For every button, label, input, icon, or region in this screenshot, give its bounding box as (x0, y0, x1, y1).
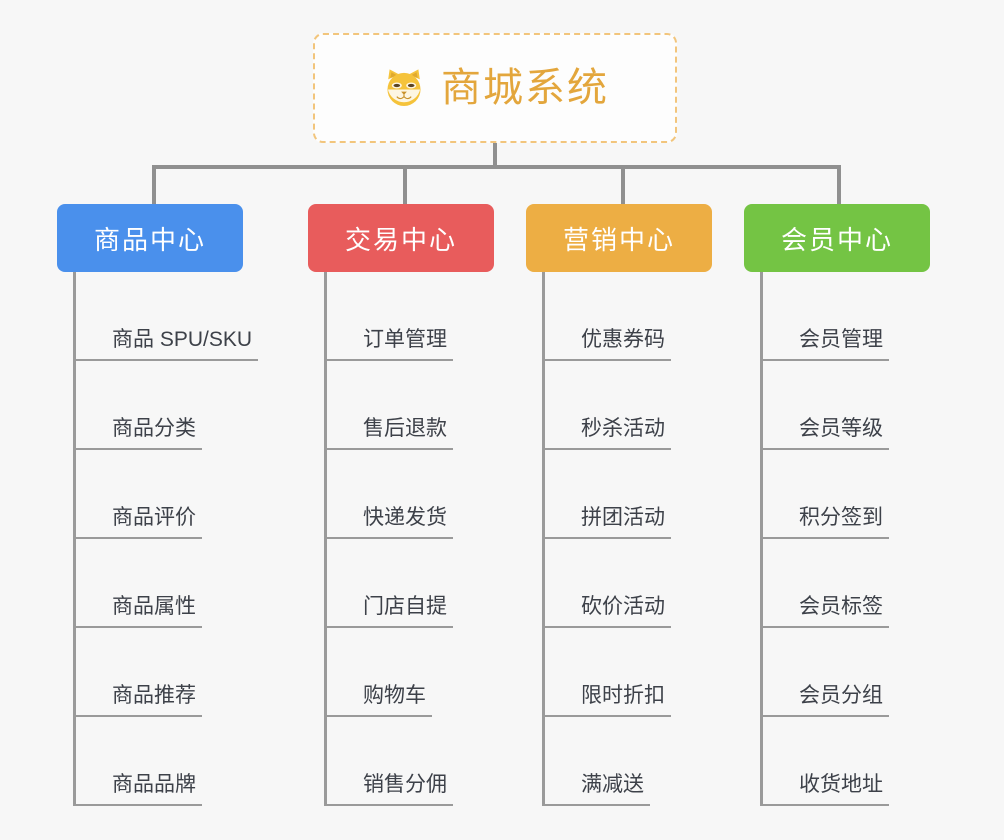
leaf-item-label: 商品评价 (76, 501, 202, 539)
leaf-item-label: 商品推荐 (76, 679, 202, 717)
leaf-item-label: 收货地址 (763, 768, 889, 806)
leaf-item-label: 商品属性 (76, 590, 202, 628)
leaf-item[interactable]: 门店自提 (327, 539, 494, 628)
category-header-product-center[interactable]: 商品中心 (57, 204, 243, 272)
leaf-list-trade-center: 订单管理 售后退款 快递发货 门店自提 购物车 销售分佣 (324, 272, 494, 806)
leaf-item[interactable]: 会员标签 (763, 539, 930, 628)
connector-drop-member-center (837, 165, 841, 206)
leaf-item-label: 售后退款 (327, 412, 453, 450)
leaf-item[interactable]: 销售分佣 (327, 717, 494, 806)
leaf-item-label: 会员等级 (763, 412, 889, 450)
column-trade-center: 交易中心 订单管理 售后退款 快递发货 门店自提 购物车 销售分佣 (308, 204, 494, 806)
connector-drop-trade-center (403, 165, 407, 206)
leaf-item-label: 商品分类 (76, 412, 202, 450)
leaf-list-product-center: 商品 SPU/SKU 商品分类 商品评价 商品属性 商品推荐 商品品牌 (73, 272, 259, 806)
column-marketing-center: 营销中心 优惠券码 秒杀活动 拼团活动 砍价活动 限时折扣 满减送 (526, 204, 712, 806)
leaf-item-label: 商品 SPU/SKU (75, 323, 259, 361)
leaf-item-label: 限时折扣 (545, 679, 671, 717)
leaf-item-label: 会员管理 (763, 323, 889, 361)
leaf-item[interactable]: 会员分组 (763, 628, 930, 717)
column-product-center: 商品中心 商品 SPU/SKU 商品分类 商品评价 商品属性 商品推荐 商品品牌 (57, 204, 259, 806)
leaf-item[interactable]: 拼团活动 (545, 450, 712, 539)
leaf-list-member-center: 会员管理 会员等级 积分签到 会员标签 会员分组 收货地址 (760, 272, 930, 806)
leaf-item[interactable]: 会员管理 (763, 272, 930, 361)
connector-root-stub (493, 143, 497, 169)
category-header-member-center[interactable]: 会员中心 (744, 204, 930, 272)
leaf-item[interactable]: 收货地址 (763, 717, 930, 806)
leaf-item-label: 满减送 (545, 768, 650, 806)
leaf-item[interactable]: 订单管理 (327, 272, 494, 361)
leaf-item-label: 销售分佣 (327, 768, 453, 806)
leaf-item-label: 积分签到 (763, 501, 889, 539)
leaf-item[interactable]: 积分签到 (763, 450, 930, 539)
leaf-item[interactable]: 满减送 (545, 717, 712, 806)
leaf-item[interactable]: 购物车 (327, 628, 494, 717)
leaf-item-label: 购物车 (327, 679, 432, 717)
leaf-item-label: 订单管理 (327, 323, 453, 361)
leaf-item-label: 会员标签 (763, 590, 889, 628)
category-header-trade-center[interactable]: 交易中心 (308, 204, 494, 272)
leaf-item[interactable]: 快递发货 (327, 450, 494, 539)
leaf-item-label: 优惠券码 (545, 323, 671, 361)
leaf-item[interactable]: 商品属性 (76, 539, 243, 628)
leaf-item[interactable]: 商品分类 (76, 361, 243, 450)
leaf-item[interactable]: 限时折扣 (545, 628, 712, 717)
leaf-item-label: 门店自提 (327, 590, 453, 628)
connector-drop-marketing-center (621, 165, 625, 206)
root-node-title: 商城系统 (441, 66, 609, 110)
column-member-center: 会员中心 会员管理 会员等级 积分签到 会员标签 会员分组 收货地址 (744, 204, 930, 806)
leaf-item-label: 砍价活动 (545, 590, 671, 628)
leaf-item[interactable]: 售后退款 (327, 361, 494, 450)
leaf-item-label: 秒杀活动 (545, 412, 671, 450)
leaf-item[interactable]: 商品推荐 (76, 628, 243, 717)
leaf-list-marketing-center: 优惠券码 秒杀活动 拼团活动 砍价活动 限时折扣 满减送 (542, 272, 712, 806)
leaf-item-label: 拼团活动 (545, 501, 671, 539)
leaf-item[interactable]: 优惠券码 (545, 272, 712, 361)
leaf-item[interactable]: 商品 SPU/SKU (75, 272, 259, 361)
connector-horizontal-bus (152, 165, 841, 169)
leaf-item[interactable]: 砍价活动 (545, 539, 712, 628)
leaf-item[interactable]: 商品评价 (76, 450, 243, 539)
leaf-item[interactable]: 商品品牌 (76, 717, 243, 806)
root-node-shop-system[interactable]: 商城系统 (313, 33, 677, 143)
leaf-item[interactable]: 会员等级 (763, 361, 930, 450)
connector-drop-product-center (152, 165, 156, 206)
shiba-dog-face-icon (387, 69, 421, 106)
leaf-item[interactable]: 秒杀活动 (545, 361, 712, 450)
category-header-marketing-center[interactable]: 营销中心 (526, 204, 712, 272)
leaf-item-label: 商品品牌 (76, 768, 202, 806)
leaf-item-label: 快递发货 (327, 501, 453, 539)
leaf-item-label: 会员分组 (763, 679, 889, 717)
